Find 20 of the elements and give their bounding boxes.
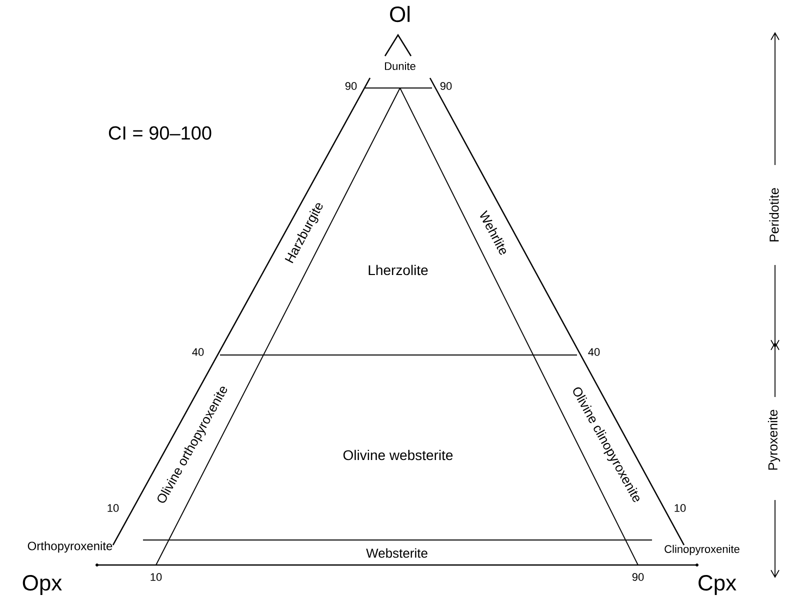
group-label: Peridotite: [769, 188, 779, 242]
field-label: Olivine websterite: [343, 450, 453, 460]
vertex-label: Ol: [390, 6, 410, 22]
tick-label: 10: [674, 504, 686, 512]
vertex-label: Cpx: [698, 575, 736, 595]
tick-label: 10: [108, 504, 119, 512]
field-label: Clinopyroxenite: [664, 544, 740, 556]
group-label: Pyroxenite: [768, 410, 780, 470]
tick-label: 40: [588, 348, 600, 356]
tick-label: 40: [192, 348, 204, 356]
field-label: Lherzolite: [368, 264, 428, 276]
field-label: Dunite: [385, 62, 416, 70]
field-label: Websterite: [366, 548, 428, 558]
tick-label: 90: [345, 82, 357, 90]
vertex-label: Opx: [22, 575, 62, 595]
index-note: CI = 90–100: [108, 126, 212, 140]
tick-label: 90: [632, 573, 644, 581]
field-label: Orthopyroxenite: [28, 541, 112, 553]
tick-label: 10: [150, 573, 162, 581]
tick-label: 90: [440, 82, 452, 90]
